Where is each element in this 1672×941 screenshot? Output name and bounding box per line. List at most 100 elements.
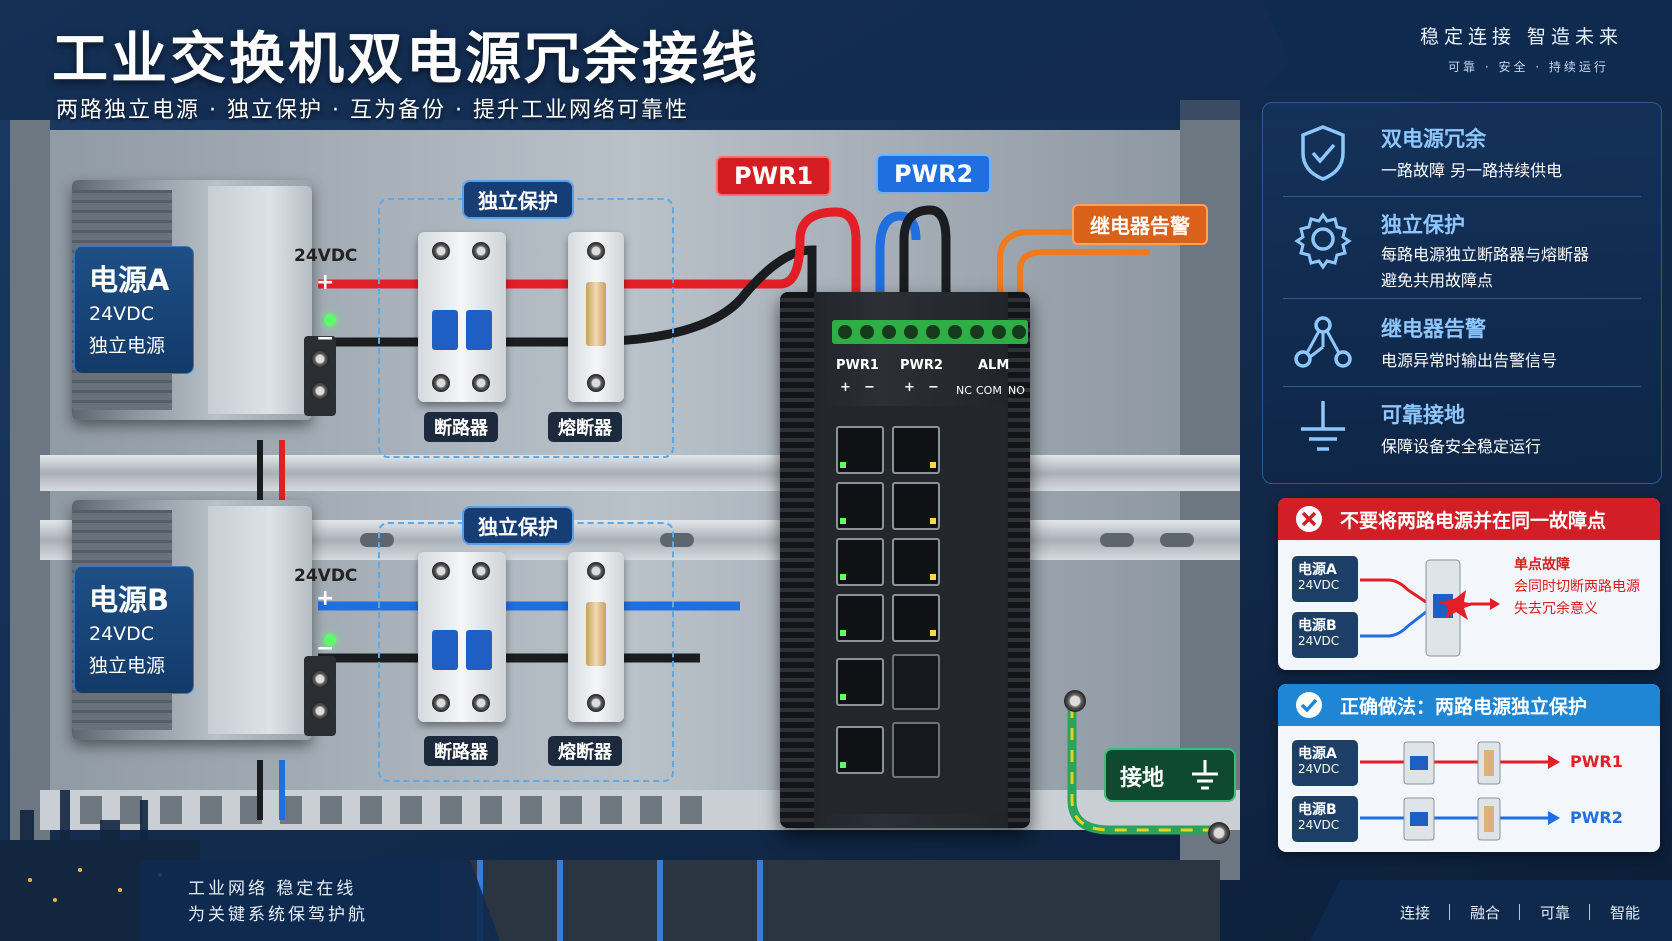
feature-title: 独立保护 xyxy=(1381,213,1465,237)
footer-left-line1: 工业网络 稳定在线 xyxy=(188,879,357,899)
psu-b-spec: 24VDC xyxy=(89,623,155,645)
mini-psu-name: 电源A xyxy=(1298,562,1337,578)
breaker-toggle xyxy=(466,630,492,670)
card-title: 正确做法：两路电源独立保护 xyxy=(1340,696,1588,718)
industrial-switch: PWR1 PWR2 ALM + − + − NC COM NO xyxy=(780,292,1030,828)
terminal-hole xyxy=(948,325,962,339)
psu-front-panel: 24VDC xyxy=(208,186,357,416)
terminal-screw xyxy=(472,694,490,712)
ethernet-port[interactable] xyxy=(892,538,940,586)
psu-b-led xyxy=(324,634,336,646)
fuse-a xyxy=(568,232,624,402)
terminal-screw xyxy=(311,702,329,720)
fault-line1: 会同时切断两路电源 xyxy=(1514,579,1640,595)
breaker-toggle xyxy=(432,310,458,350)
protection-tag-a: 独立保护 xyxy=(462,180,574,219)
fault-title: 单点故障 xyxy=(1514,557,1570,573)
divider xyxy=(1283,386,1641,387)
terminal-screw xyxy=(472,562,490,580)
mini-psu-b: 电源B 24VDC xyxy=(1292,612,1358,658)
terminal-hole xyxy=(882,325,896,339)
feature-desc: 电源异常时输出告警信号 xyxy=(1381,351,1558,370)
switch-nc-label: NC xyxy=(956,384,972,397)
mini-psu-name: 电源B xyxy=(1298,618,1337,634)
fault-line2: 失去冗余意义 xyxy=(1514,601,1598,617)
ethernet-port[interactable] xyxy=(836,658,884,706)
page-title: 工业交换机双电源冗余接线 xyxy=(52,27,760,92)
switch-pwr2-label: PWR2 xyxy=(900,358,943,373)
psu-a-minus: − xyxy=(316,326,335,351)
psu-a-desc: 独立电源 xyxy=(89,335,166,357)
check-circle-icon xyxy=(1296,692,1322,718)
card-header: 不要将两路电源并在同一故障点 xyxy=(1278,498,1660,540)
ground-icon xyxy=(1301,401,1345,451)
relay-alarm-label: 继电器告警 xyxy=(1072,204,1208,245)
header-slogan: 稳定连接 智造未来 xyxy=(1420,26,1624,48)
terminal-hole xyxy=(1012,325,1026,339)
footer-item: 可靠 xyxy=(1540,904,1571,922)
ethernet-port[interactable] xyxy=(836,482,884,530)
pwr1-label: PWR1 xyxy=(716,156,832,196)
terminal-screw xyxy=(587,694,605,712)
psu-a-label: 电源A 24VDC 独立电源 xyxy=(74,246,194,374)
terminal-screw xyxy=(311,670,329,688)
ethernet-port[interactable] xyxy=(892,482,940,530)
terminal-screw xyxy=(432,562,450,580)
psu-b-name: 电源B xyxy=(89,583,170,617)
divider xyxy=(1589,904,1590,920)
ethernet-port[interactable] xyxy=(836,538,884,586)
terminal-hole xyxy=(970,325,984,339)
switch-no-label: NO xyxy=(1008,384,1025,397)
feature-item: 独立保护 每路电源独立断路器与熔断器 避免共用故障点 xyxy=(1263,199,1661,299)
terminal-hole xyxy=(904,325,918,339)
sfp-port[interactable] xyxy=(892,722,940,778)
ethernet-port[interactable] xyxy=(836,726,884,774)
divider xyxy=(1283,196,1641,197)
divider xyxy=(1283,298,1641,299)
terminal-screw xyxy=(587,374,605,392)
psu-b-plus: + xyxy=(316,586,335,611)
mini-psu-volt: 24VDC xyxy=(1298,634,1340,648)
mini-psu-volt: 24VDC xyxy=(1298,762,1340,776)
feature-desc: 保障设备安全稳定运行 xyxy=(1381,437,1542,456)
switch-pwr2-plus: + xyxy=(904,380,915,395)
ground-screw xyxy=(1064,690,1086,712)
switch-alm-label: ALM xyxy=(978,358,1010,373)
switch-pwr1-plus: + xyxy=(840,380,851,395)
ethernet-port[interactable] xyxy=(892,594,940,642)
gear-icon xyxy=(1294,212,1352,270)
terminal-hole xyxy=(838,325,852,339)
ground-icon xyxy=(1192,760,1218,790)
psu-b-voltage: 24VDC xyxy=(294,566,358,586)
output-pwr1: PWR1 xyxy=(1570,752,1623,771)
switch-heatsink xyxy=(780,292,814,828)
sfp-port[interactable] xyxy=(892,654,940,710)
mini-psu-volt: 24VDC xyxy=(1298,578,1340,592)
switch-port-panel xyxy=(826,406,1006,814)
terminal-screw xyxy=(311,382,329,400)
terminal-screw xyxy=(311,350,329,368)
ethernet-port[interactable] xyxy=(836,426,884,474)
psu-b-desc: 独立电源 xyxy=(89,655,166,677)
card-header: 正确做法：两路电源独立保护 xyxy=(1278,684,1660,726)
psu-a-terminal xyxy=(304,336,336,416)
ethernet-port[interactable] xyxy=(836,594,884,642)
terminal-screw xyxy=(472,374,490,392)
feature-item: 双电源冗余 一路故障 另一路持续供电 xyxy=(1263,113,1661,197)
fuse-cartridge xyxy=(586,602,606,666)
pwr2-label: PWR2 xyxy=(876,154,992,194)
feature-desc: 一路故障 另一路持续供电 xyxy=(1381,161,1563,180)
right-practice-card: 正确做法：两路电源独立保护 电源A 24VDC 电源B 24VDC PWR1 P… xyxy=(1278,684,1660,852)
switch-com-label: COM xyxy=(976,384,1002,397)
breaker-label-a: 断路器 xyxy=(424,412,498,442)
divider xyxy=(1519,904,1520,920)
wrong-practice-card: 不要将两路电源并在同一故障点 电源A 24VDC 电源B 24VDC 单点故障 … xyxy=(1278,498,1660,670)
mini-psu-a: 电源A 24VDC xyxy=(1292,740,1358,786)
terminal-screw xyxy=(432,374,450,392)
ethernet-port[interactable] xyxy=(892,426,940,474)
output-pwr2: PWR2 xyxy=(1570,808,1623,827)
mini-psu-name: 电源A xyxy=(1298,746,1337,762)
network-nodes-icon xyxy=(1294,316,1352,368)
switch-pwr2-minus: − xyxy=(928,380,939,395)
fuse-b xyxy=(568,552,624,722)
